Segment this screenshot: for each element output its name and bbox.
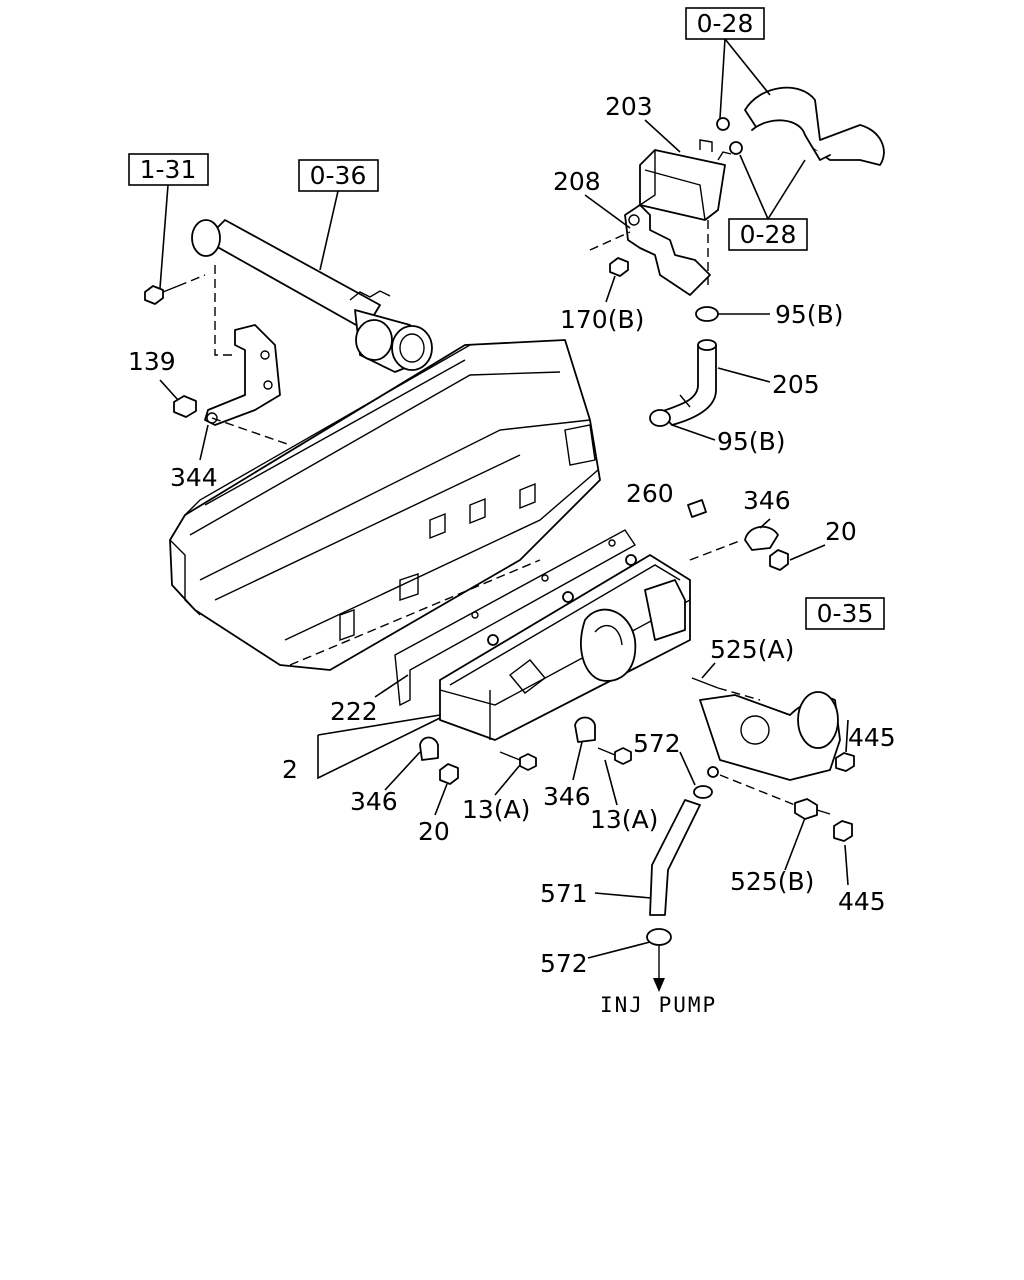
callout-346-upper[interactable]: 346 <box>743 486 791 515</box>
svg-text:0-36: 0-36 <box>310 161 367 190</box>
clamp-95b-upper-drawing <box>695 306 719 322</box>
bolt-13a-right-drawing <box>597 747 632 765</box>
callout-260[interactable]: 260 <box>626 479 674 508</box>
valve-203-drawing <box>639 139 732 285</box>
callout-344[interactable]: 344 <box>170 463 218 492</box>
callout-525b[interactable]: 525(B) <box>730 867 814 896</box>
callout-208[interactable]: 208 <box>553 167 601 196</box>
clip-346-upper-drawing <box>689 526 779 561</box>
bolt-131-drawing <box>144 274 206 305</box>
svg-text:1-31: 1-31 <box>140 155 197 184</box>
leader-lines <box>159 38 849 959</box>
bolt-170b-drawing <box>609 257 629 277</box>
ref-tag-0-28-top[interactable]: 0-28 <box>685 7 765 40</box>
callout-222[interactable]: 222 <box>330 697 378 726</box>
nut-445a-drawing <box>835 752 855 772</box>
svg-text:0-28: 0-28 <box>697 9 754 38</box>
bracket-208-drawing <box>589 204 711 296</box>
destination-label: INJ PUMP <box>600 993 717 1017</box>
callout-170b[interactable]: 170(B) <box>560 305 644 334</box>
callout-572-upper[interactable]: 572 <box>633 729 681 758</box>
clamp-95b-lower-drawing <box>649 409 671 427</box>
bolt-139-drawing <box>173 395 197 418</box>
cylinder-head-drawing <box>169 339 601 671</box>
callout-95b-upper[interactable]: 95(B) <box>775 300 843 329</box>
hose-571-drawing <box>649 799 701 916</box>
ref-tag-1-31[interactable]: 1-31 <box>128 153 209 186</box>
ref-tag-0-36[interactable]: 0-36 <box>298 159 379 192</box>
nut-20-lower-drawing <box>439 763 459 785</box>
callout-13a-right[interactable]: 13(A) <box>590 805 658 834</box>
bracket-344-drawing <box>204 265 291 446</box>
gasket-222-drawing <box>394 529 637 707</box>
callout-20-upper[interactable]: 20 <box>825 517 857 546</box>
stud-525a-drawing <box>691 677 761 701</box>
water-pipe-drawing <box>191 219 433 373</box>
callout-346-right[interactable]: 346 <box>543 782 591 811</box>
flow-arrow <box>653 945 665 992</box>
nut-20-upper-drawing <box>769 549 789 571</box>
callout-13a-left[interactable]: 13(A) <box>462 795 530 824</box>
callout-20-lower[interactable]: 20 <box>418 817 450 846</box>
callout-139[interactable]: 139 <box>128 347 176 376</box>
hose-205-drawing <box>659 339 717 426</box>
callout-203[interactable]: 203 <box>605 92 653 121</box>
callout-572-lower[interactable]: 572 <box>540 949 588 978</box>
callout-525a[interactable]: 525(A) <box>710 635 794 664</box>
elbow-035-drawing <box>699 691 841 781</box>
ref-tag-0-35[interactable]: 0-35 <box>805 597 885 630</box>
callout-346-left[interactable]: 346 <box>350 787 398 816</box>
callout-571[interactable]: 571 <box>540 879 588 908</box>
callout-95b-lower[interactable]: 95(B) <box>717 427 785 456</box>
callout-445-upper[interactable]: 445 <box>848 723 896 752</box>
bolt-525b-drawing <box>719 774 831 820</box>
ref-tag-0-28-right[interactable]: 0-28 <box>728 218 808 251</box>
pin-260-drawing <box>687 499 707 518</box>
callout-2[interactable]: 2 <box>282 755 298 784</box>
callout-205[interactable]: 205 <box>772 370 820 399</box>
clamp-572-upper-drawing <box>693 785 713 799</box>
svg-text:0-35: 0-35 <box>817 599 874 628</box>
housing-2-drawing <box>439 554 691 741</box>
hose-028-drawing <box>716 86 885 166</box>
clamp-572-lower-drawing <box>646 928 672 946</box>
clip-346-right-drawing <box>574 716 596 743</box>
svg-text:0-28: 0-28 <box>740 220 797 249</box>
callout-445-lower[interactable]: 445 <box>838 887 886 916</box>
nut-445b-drawing <box>833 820 853 842</box>
callout-labels: 203 208 170(B) 95(B) 205 95(B) 139 344 2… <box>128 92 896 978</box>
clip-346-left-drawing <box>419 736 439 761</box>
